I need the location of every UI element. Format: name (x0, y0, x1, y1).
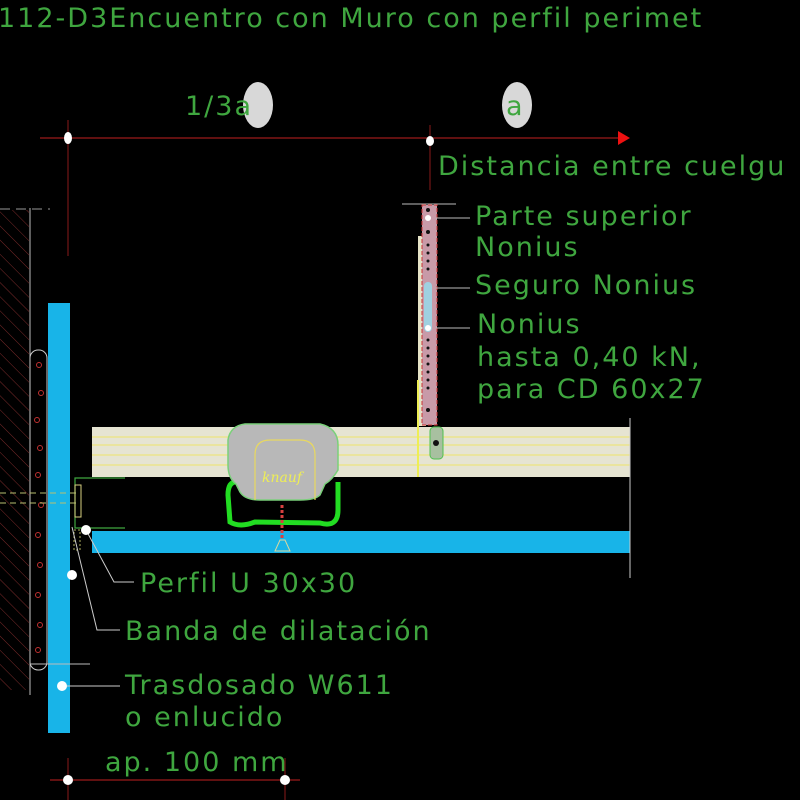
label-banda-dilatacion: Banda de dilatación (125, 616, 432, 647)
label-nonius-profile: para CD 60x27 (477, 374, 706, 405)
bottom-dimension-line (50, 758, 300, 800)
ceiling-top-board (92, 427, 630, 477)
label-trasdosado: Trasdosado W611 (124, 670, 394, 701)
label-parte-superior: Parte superior (475, 201, 693, 232)
cd-profile: knauf (225, 423, 341, 528)
distance-label: Distancia entre cuelgu (438, 151, 786, 182)
top-dimension-line (40, 120, 630, 256)
leader-lines (436, 217, 470, 329)
label-spacing: ap. 100 mm (105, 747, 289, 778)
ceiling-screw (274, 505, 291, 552)
label-nonius-load: hasta 0,40 kN, (477, 342, 702, 373)
label-parte-superior-nonius: Nonius (475, 232, 580, 263)
left-leader-lines (62, 526, 134, 687)
label-seguro-nonius: Seguro Nonius (475, 270, 697, 301)
drawing-title: 112-D3Encuentro con Muro con perfil peri… (0, 3, 703, 34)
label-perfil-u: Perfil U 30x30 (140, 568, 357, 599)
label-nonius: Nonius (477, 309, 582, 340)
dimension-marker (502, 82, 532, 128)
wall-lining-board (48, 303, 70, 733)
wall (0, 208, 50, 695)
knauf-logo: knauf (262, 470, 305, 486)
dimension-a: a (506, 91, 525, 122)
leader-dot (81, 525, 91, 535)
leader-dot (57, 681, 67, 691)
expansion-band (73, 529, 81, 551)
nonius-hanger (402, 203, 456, 477)
perimeter-u-profile (74, 477, 125, 529)
leader-dot (67, 570, 77, 580)
label-enlucido: o enlucido (125, 702, 284, 733)
wall-anchor (0, 492, 80, 504)
ceiling-board (92, 531, 630, 553)
screw-head (74, 484, 82, 518)
dimension-one-third: 1/3a (185, 91, 253, 122)
dimension-marker (243, 82, 273, 128)
